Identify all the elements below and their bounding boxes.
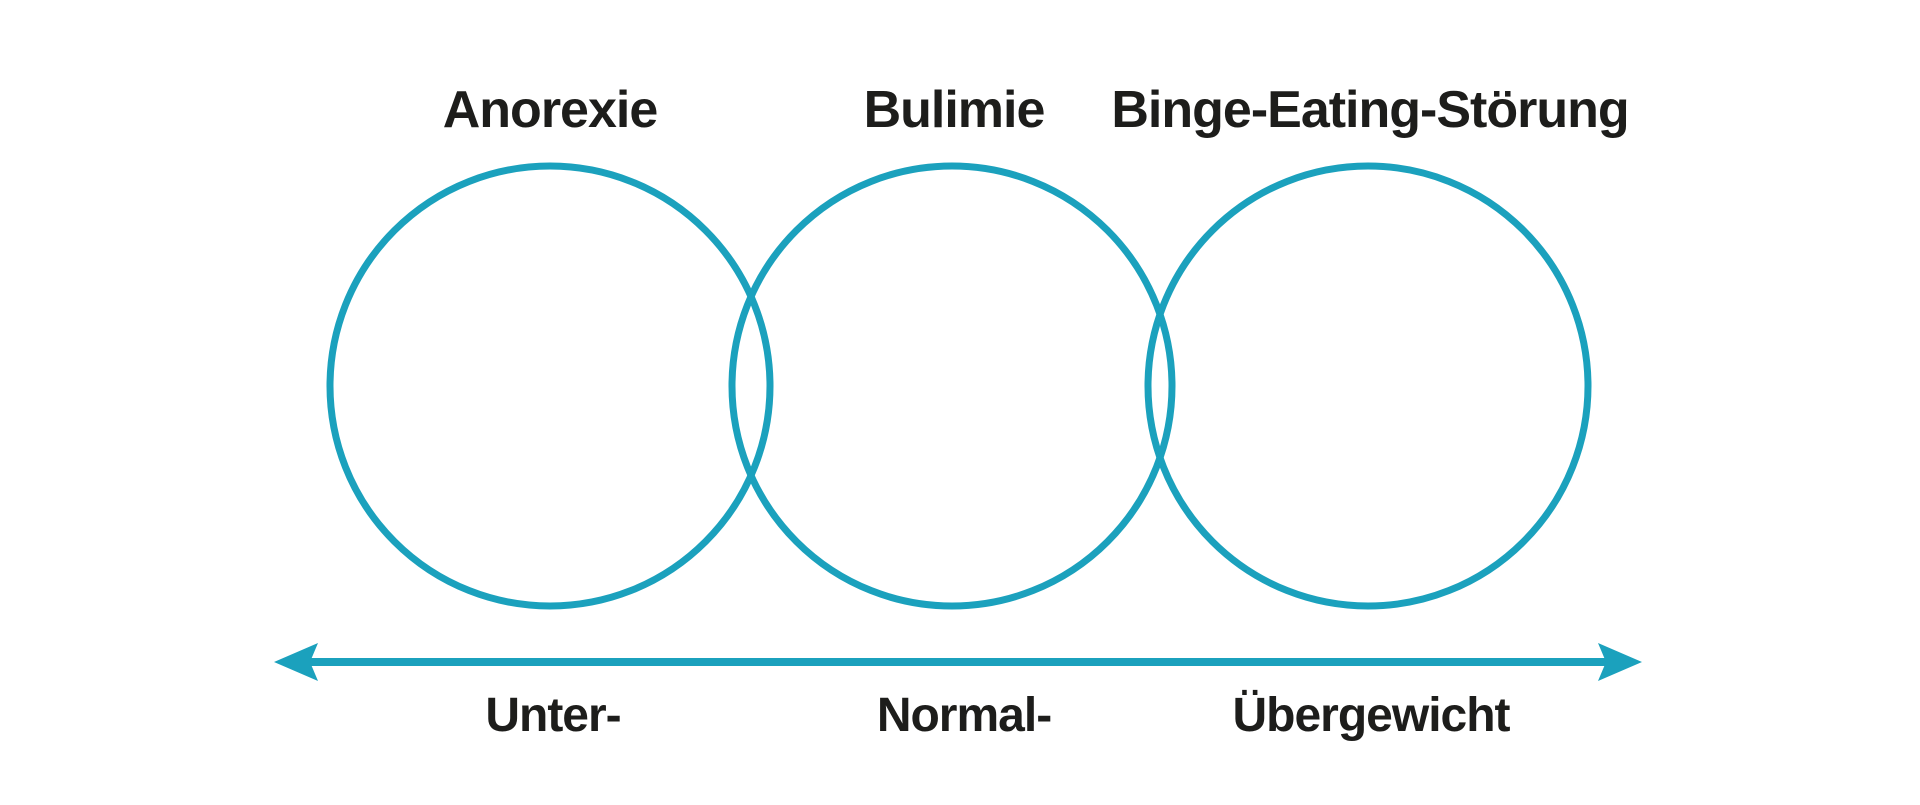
axis-label-untergewicht: Unter- — [485, 689, 621, 742]
label-binge-eating: Binge-Eating-Störung — [1111, 81, 1629, 139]
axis-label-uebergewicht: Übergewicht — [1232, 689, 1510, 742]
axis-label-normalgewicht: Normal- — [876, 689, 1052, 742]
circle-binge-eating — [1144, 162, 1592, 610]
arrowhead-left-icon — [274, 643, 318, 681]
label-anorexie: Anorexie — [442, 81, 659, 139]
arrowhead-right-icon — [1598, 643, 1642, 681]
circle-bulimie — [728, 162, 1176, 610]
circle-anorexie — [326, 162, 774, 610]
label-bulimie: Bulimie — [863, 81, 1046, 139]
